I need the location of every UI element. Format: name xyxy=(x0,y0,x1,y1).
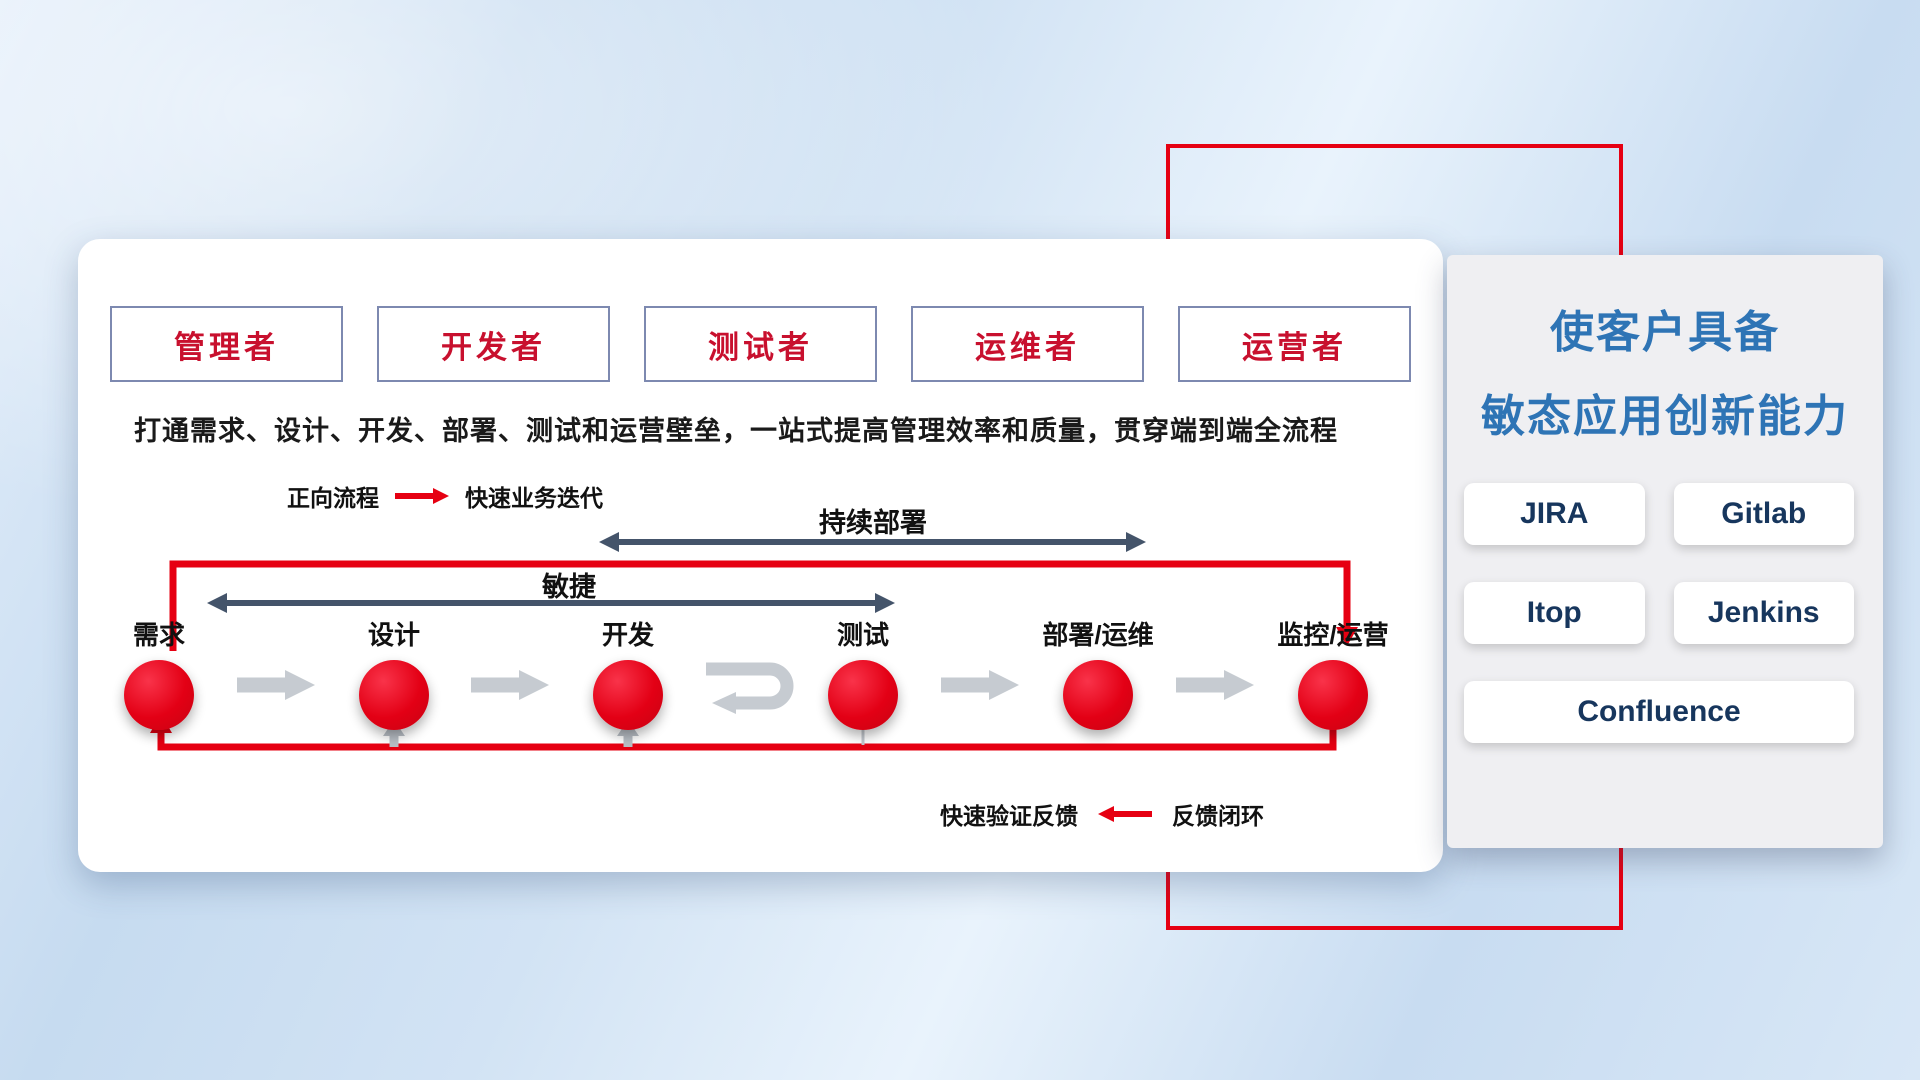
tool-jira: JIRA xyxy=(1464,483,1645,545)
role-label: 测试者 xyxy=(708,329,813,365)
stage-monitor-operate: 监控/运营 xyxy=(1253,615,1413,730)
role-box-tester: 测试者 xyxy=(644,306,877,382)
stage-node xyxy=(1298,660,1368,730)
stage-requirement: 需求 xyxy=(79,615,239,730)
tool-itop: Itop xyxy=(1464,582,1645,644)
tool-list: JIRA Gitlab Itop Jenkins Confluence xyxy=(1464,483,1854,743)
stage-label: 开发 xyxy=(601,620,654,650)
legend-feedback-value: 反馈闭环 xyxy=(1172,803,1264,829)
continuous-deploy-label: 持续部署 xyxy=(819,508,927,538)
legend-forward-label: 正向流程 xyxy=(287,485,379,511)
headline-text: 打通需求、设计、开发、部署、测试和运营壁垒，一站式提高管理效率和质量，贯穿端到端… xyxy=(134,416,1338,446)
stage-label: 测试 xyxy=(836,620,889,650)
role-label: 管理者 xyxy=(174,329,279,365)
role-box-operator: 运营者 xyxy=(1178,306,1411,382)
role-label: 运维者 xyxy=(975,329,1080,365)
legend-feedback: 快速验证反馈 反馈闭环 xyxy=(940,797,1264,831)
roles-row: 管理者 开发者 测试者 运维者 运营者 xyxy=(110,306,1411,382)
stage-deploy-ops: 部署/运维 xyxy=(1018,615,1178,730)
tool-gitlab: Gitlab xyxy=(1673,483,1854,545)
legend-forward-value: 快速业务迭代 xyxy=(465,485,603,511)
stage-label: 设计 xyxy=(367,620,420,650)
stage-develop: 开发 xyxy=(548,615,708,730)
panel-title-line1: 使客户具备 xyxy=(1550,308,1780,357)
stage-node xyxy=(124,660,194,730)
iteration-loop-icon xyxy=(706,662,794,714)
legend-feedback-label: 快速验证反馈 xyxy=(940,803,1078,829)
stage-design: 设计 xyxy=(314,615,474,730)
stage-label: 部署/运维 xyxy=(1042,620,1154,650)
tool-confluence: Confluence xyxy=(1464,681,1854,743)
devops-flow-card: 管理者 开发者 测试者 运维者 运营者 打通需求、设计、开发、部署、测试和运营壁… xyxy=(78,239,1443,872)
stage-label: 需求 xyxy=(132,620,185,650)
role-label: 开发者 xyxy=(441,329,546,365)
feedback-arrow-icon xyxy=(1098,806,1152,822)
stage-test: 测试 xyxy=(783,615,943,730)
role-label: 运营者 xyxy=(1242,329,1347,365)
role-box-developer: 开发者 xyxy=(377,306,610,382)
forward-arrow-icon xyxy=(395,488,449,504)
panel-title-line2: 敏态应用创新能力 xyxy=(1481,391,1849,441)
agile-label: 敏捷 xyxy=(542,572,596,602)
stage-label: 监控/运营 xyxy=(1277,620,1389,650)
role-box-manager: 管理者 xyxy=(110,306,343,382)
capability-panel: 使客户具备 敏态应用创新能力 JIRA Gitlab Itop Jenkins … xyxy=(1447,255,1883,848)
stage-node xyxy=(359,660,429,730)
stage-node xyxy=(1063,660,1133,730)
stage-node xyxy=(828,660,898,730)
tool-jenkins: Jenkins xyxy=(1673,582,1854,644)
role-box-ops: 运维者 xyxy=(911,306,1144,382)
legend-forward: 正向流程 快速业务迭代 xyxy=(287,479,603,513)
stage-node xyxy=(593,660,663,730)
panel-title: 使客户具备 敏态应用创新能力 xyxy=(1447,291,1883,458)
